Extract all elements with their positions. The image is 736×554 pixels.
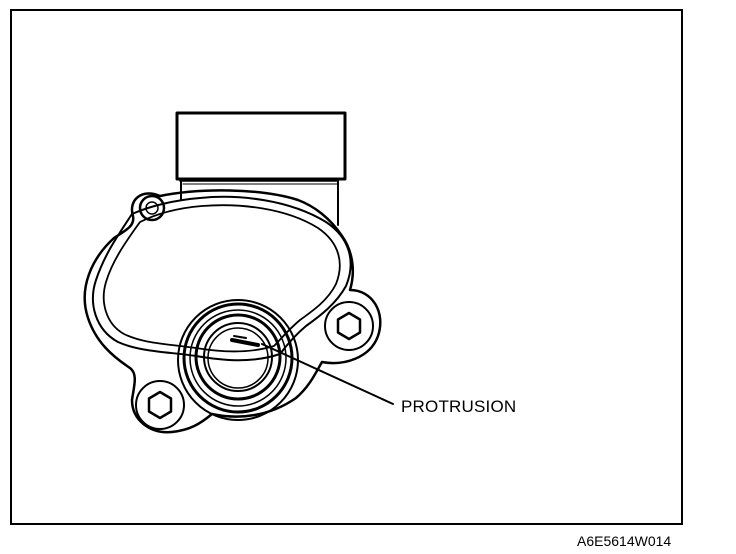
figure-code: A6E5614W014	[577, 533, 672, 549]
figure-frame	[10, 9, 683, 525]
protrusion-label: PROTRUSION	[401, 397, 517, 416]
protrusion-mark	[230, 335, 260, 347]
callout-leader	[261, 343, 394, 405]
right-bolt	[324, 301, 374, 351]
bottom-left-bolt	[135, 380, 185, 430]
gasket-outer	[92, 195, 352, 362]
gasket-inner	[102, 204, 341, 353]
top-left-boss	[138, 194, 166, 222]
housing-outline	[83, 189, 382, 434]
connector-block	[175, 111, 347, 226]
